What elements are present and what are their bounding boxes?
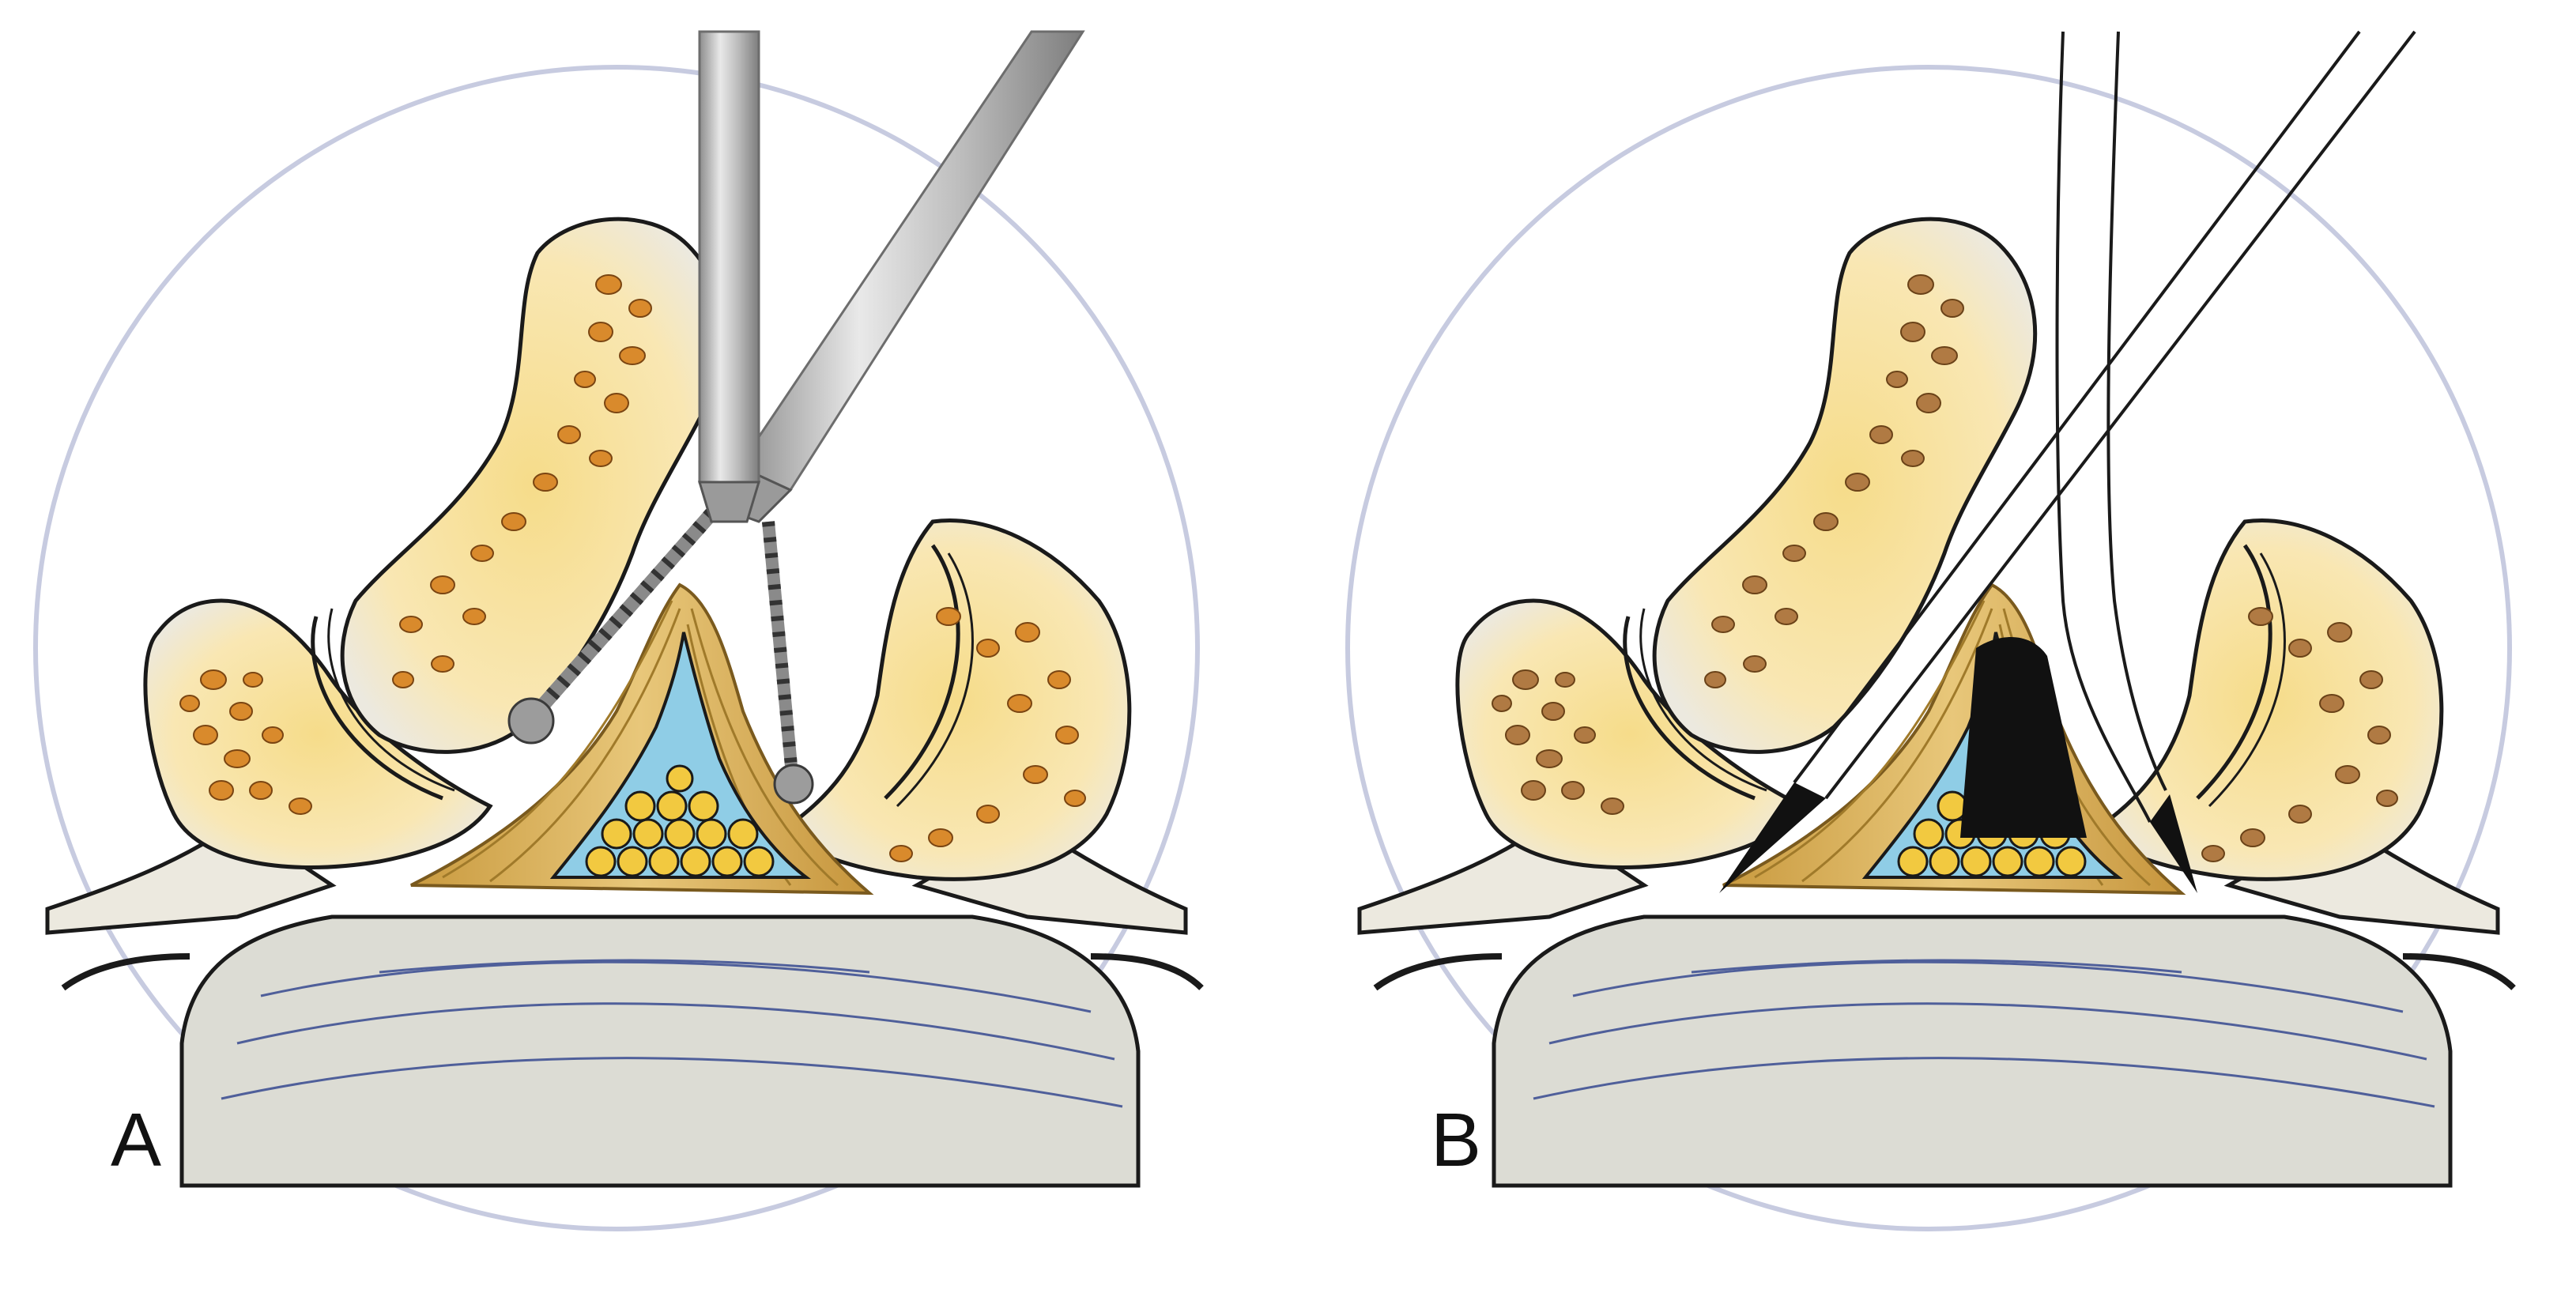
kerrison-punch-icon [1719,30,2416,893]
probe-icon [697,30,814,805]
panel-b [1345,30,2514,1231]
panel-label-b: B [1431,1098,1482,1182]
panel-label-a: A [111,1098,162,1182]
spine-anatomy-b [1360,219,2514,1186]
nerve-hook-icon [2055,31,2197,893]
panel-a [33,30,1201,1231]
